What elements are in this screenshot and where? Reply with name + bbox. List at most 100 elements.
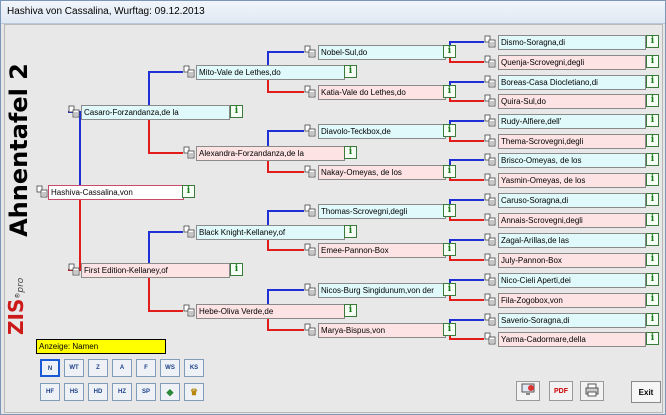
view-button-wt[interactable]: WT (64, 359, 84, 377)
dog-name-field[interactable]: Annais-Scrovegni,degli (498, 213, 646, 228)
info-icon[interactable]: i (646, 134, 659, 147)
info-icon[interactable]: i (344, 225, 357, 238)
dog-name-field[interactable]: Katia-Vale do Lethes,do (318, 85, 446, 100)
pedigree-icon[interactable] (484, 153, 496, 166)
pedigree-icon[interactable] (484, 332, 496, 345)
pedigree-icon[interactable] (484, 233, 496, 246)
dog-name-field[interactable]: Dismo-Soragna,di (498, 35, 646, 50)
dog-name-field[interactable]: Casaro-Forzandanza,de la (81, 105, 230, 120)
info-icon[interactable]: i (646, 293, 659, 306)
view-button-symbol-6[interactable]: ♛ (184, 383, 204, 401)
pedigree-icon[interactable] (484, 313, 496, 326)
pdf-button[interactable]: PDF (549, 381, 573, 401)
dog-name-field[interactable]: Thema-Scrovegni,degli (498, 134, 646, 149)
pedigree-icon[interactable] (484, 94, 496, 107)
pedigree-icon[interactable] (304, 323, 316, 336)
pedigree-icon[interactable] (484, 253, 496, 266)
pedigree-icon[interactable] (484, 35, 496, 48)
info-icon[interactable]: i (646, 114, 659, 127)
pedigree-icon[interactable] (183, 146, 195, 159)
view-button-ks[interactable]: KS (184, 359, 204, 377)
info-icon[interactable]: i (646, 173, 659, 186)
pedigree-icon[interactable] (304, 243, 316, 256)
info-icon[interactable]: i (230, 105, 243, 118)
info-icon[interactable]: i (344, 304, 357, 317)
dog-name-field[interactable]: Quira-Sul,do (498, 94, 646, 109)
dog-name-field[interactable]: Hebe-Oliva Verde,de (196, 304, 345, 319)
info-icon[interactable]: i (182, 185, 195, 198)
exit-button[interactable]: Exit (631, 381, 661, 403)
dog-name-field[interactable]: Marya-Bispus,von (318, 323, 446, 338)
pedigree-icon[interactable] (484, 55, 496, 68)
pc-export-button[interactable] (516, 381, 540, 401)
info-icon[interactable]: i (443, 243, 456, 256)
info-icon[interactable]: i (646, 273, 659, 286)
view-button-sp[interactable]: SP (136, 383, 156, 401)
info-icon[interactable]: i (646, 313, 659, 326)
info-icon[interactable]: i (443, 283, 456, 296)
dog-name-field[interactable]: Quenja-Scrovegni,degli (498, 55, 646, 70)
pedigree-icon[interactable] (484, 134, 496, 147)
pedigree-icon[interactable] (484, 193, 496, 206)
pedigree-icon[interactable] (304, 283, 316, 296)
pedigree-icon[interactable] (68, 105, 80, 118)
pedigree-icon[interactable] (183, 304, 195, 317)
pedigree-icon[interactable] (484, 114, 496, 127)
print-button[interactable] (580, 381, 604, 401)
pedigree-icon[interactable] (68, 263, 80, 276)
dog-name-field[interactable]: Saverio-Soragna,di (498, 313, 646, 328)
info-icon[interactable]: i (646, 233, 659, 246)
pedigree-icon[interactable] (183, 225, 195, 238)
info-icon[interactable]: i (344, 65, 357, 78)
info-icon[interactable]: i (443, 165, 456, 178)
info-icon[interactable]: i (646, 193, 659, 206)
view-button-symbol-5[interactable]: ◆ (160, 383, 180, 401)
dog-name-field[interactable]: Zagal-Arillas,de las (498, 233, 646, 248)
pedigree-icon[interactable] (484, 213, 496, 226)
dog-name-field[interactable]: Fila-Zogobox,von (498, 293, 646, 308)
dog-name-field[interactable]: Rudy-Alfiere,dell' (498, 114, 646, 129)
pedigree-icon[interactable] (304, 85, 316, 98)
info-icon[interactable]: i (443, 124, 456, 137)
dog-name-field[interactable]: Caruso-Soragna,di (498, 193, 646, 208)
info-icon[interactable]: i (646, 332, 659, 345)
view-button-z[interactable]: Z (88, 359, 108, 377)
view-button-hs[interactable]: HS (64, 383, 84, 401)
info-icon[interactable]: i (646, 55, 659, 68)
info-icon[interactable]: i (230, 263, 243, 276)
info-icon[interactable]: i (443, 204, 456, 217)
info-icon[interactable]: i (646, 35, 659, 48)
pedigree-icon[interactable] (484, 173, 496, 186)
dog-name-field[interactable]: Nakay-Omeyas, de los (318, 165, 446, 180)
view-button-hd[interactable]: HD (88, 383, 108, 401)
pedigree-icon[interactable] (484, 75, 496, 88)
dog-name-field[interactable]: First Edition-Kellaney,of (81, 263, 230, 278)
info-icon[interactable]: i (443, 45, 456, 58)
pedigree-icon[interactable] (304, 165, 316, 178)
pedigree-icon[interactable] (183, 65, 195, 78)
pedigree-icon[interactable] (304, 124, 316, 137)
info-icon[interactable]: i (646, 153, 659, 166)
info-icon[interactable]: i (646, 253, 659, 266)
view-button-a[interactable]: A (112, 359, 132, 377)
dog-name-field[interactable]: Boreas-Casa Diocletiano,di (498, 75, 646, 90)
pedigree-icon[interactable] (36, 185, 48, 198)
info-icon[interactable]: i (443, 323, 456, 336)
pedigree-icon[interactable] (484, 273, 496, 286)
info-icon[interactable]: i (646, 94, 659, 107)
view-button-ws[interactable]: WS (160, 359, 180, 377)
pedigree-icon[interactable] (484, 293, 496, 306)
dog-name-field[interactable]: Hashiva-Cassalina,von (48, 185, 184, 200)
info-icon[interactable]: i (344, 146, 357, 159)
view-button-hz[interactable]: HZ (112, 383, 132, 401)
view-button-hf[interactable]: HF (40, 383, 60, 401)
dog-name-field[interactable]: Brisco-Omeyas, de los (498, 153, 646, 168)
dog-name-field[interactable]: July-Pannon-Box (498, 253, 646, 268)
dog-name-field[interactable]: Yasmin-Omeyas, de los (498, 173, 646, 188)
dog-name-field[interactable]: Nico-Cieli Aperti,dei (498, 273, 646, 288)
pedigree-icon[interactable] (304, 204, 316, 217)
info-icon[interactable]: i (443, 85, 456, 98)
dog-name-field[interactable]: Yarma-Cadormare,della (498, 332, 646, 347)
pedigree-icon[interactable] (304, 45, 316, 58)
info-icon[interactable]: i (646, 213, 659, 226)
